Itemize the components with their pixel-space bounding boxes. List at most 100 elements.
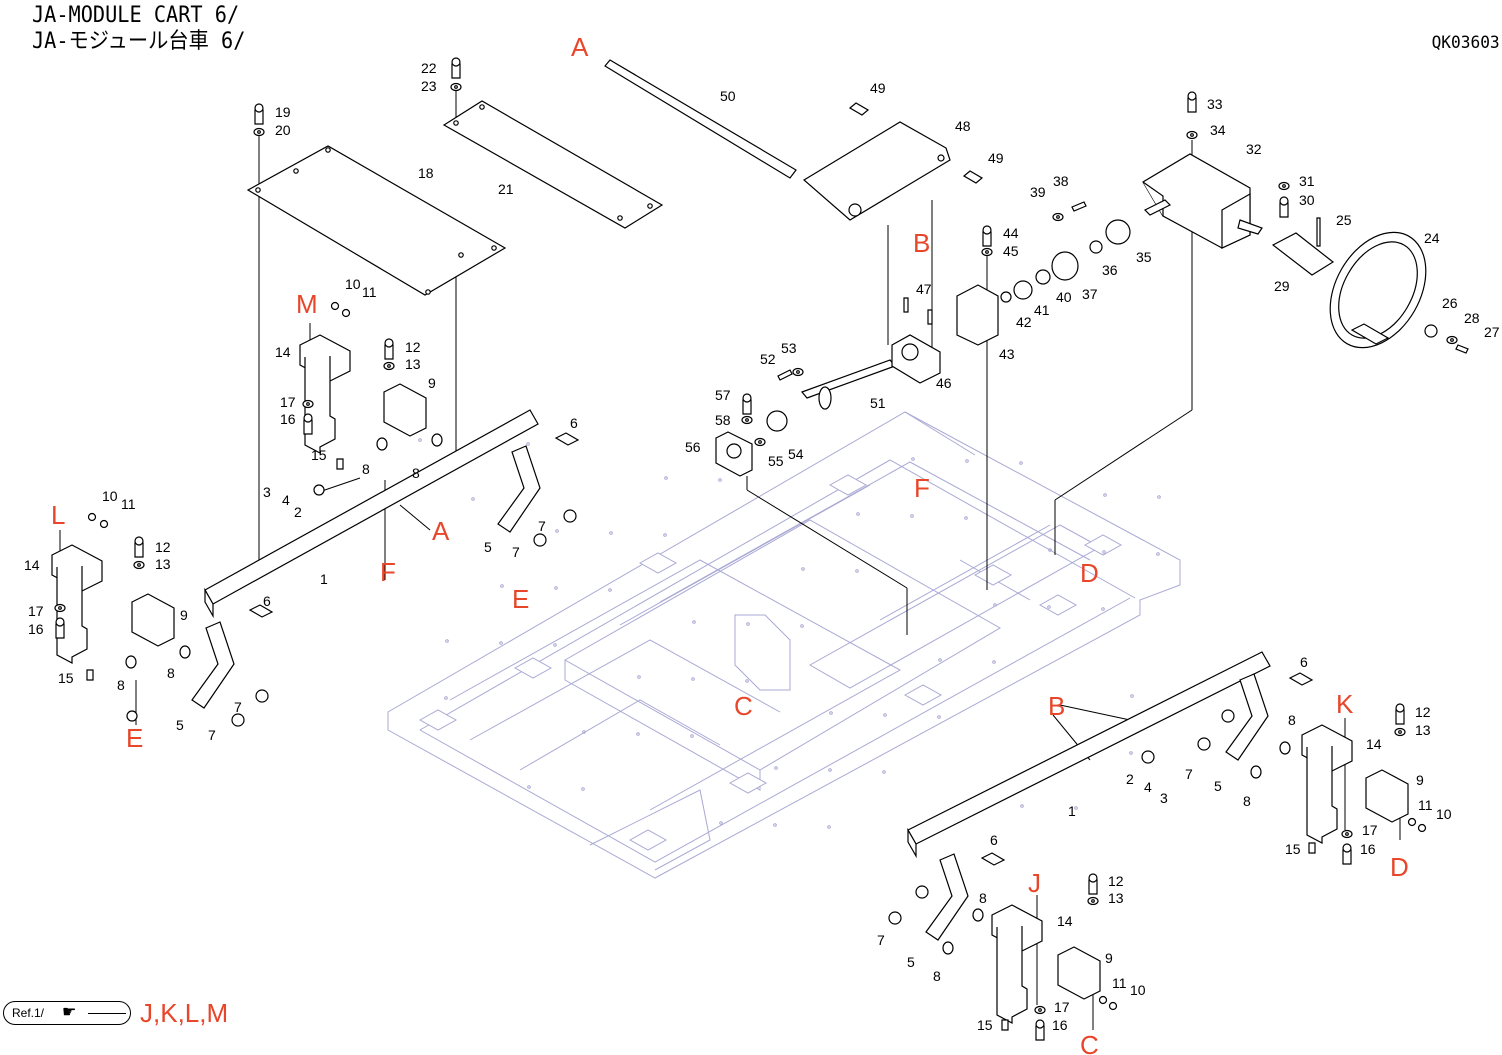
washer-8 xyxy=(125,655,137,669)
frame-hole xyxy=(800,624,804,628)
part-callout-53: 53 xyxy=(781,340,797,356)
document-id: QK03603 xyxy=(1431,33,1500,53)
frame-edge xyxy=(519,699,721,771)
part-callout-54: 54 xyxy=(788,446,804,462)
part-callout-35: 35 xyxy=(1136,249,1152,265)
bracket-9-L xyxy=(131,593,175,647)
mounting-pad xyxy=(903,684,943,706)
washer-hole xyxy=(1398,730,1402,734)
frame-edge xyxy=(659,461,1091,603)
frame-edge xyxy=(734,614,791,691)
part-callout-39: 39 xyxy=(1030,184,1046,200)
part-callout-4: 4 xyxy=(1144,779,1152,795)
frame-hole xyxy=(774,766,778,770)
frame-hole xyxy=(444,696,448,700)
pin-25 xyxy=(1316,217,1321,247)
part-callout-33: 33 xyxy=(1207,96,1223,112)
washer-hole xyxy=(454,85,458,89)
frame-hole xyxy=(418,438,422,442)
part-callout-12: 12 xyxy=(155,539,171,555)
reference-letter-E: E xyxy=(512,584,529,614)
pin-49 xyxy=(848,102,870,116)
part-callout-17: 17 xyxy=(280,394,296,410)
part-callout-12: 12 xyxy=(1415,704,1431,720)
bracket-arm-5 xyxy=(497,445,541,533)
plate-hole xyxy=(617,215,623,221)
bracket-arm-5 xyxy=(191,621,235,709)
frame-edge xyxy=(589,789,711,871)
reference-link[interactable]: Ref.1/ ☛ xyxy=(3,1001,131,1025)
frame-hole xyxy=(745,679,749,683)
reference-letter-A: A xyxy=(432,516,450,546)
washer-hole xyxy=(1450,338,1454,342)
bolt-head-icon xyxy=(1279,196,1289,206)
lead-screw-51 xyxy=(800,359,897,399)
frame-hole xyxy=(500,584,504,588)
frame-hole xyxy=(637,675,641,679)
part-callout-49: 49 xyxy=(870,80,886,96)
gearbox-end xyxy=(1221,192,1251,249)
frame-hole xyxy=(718,478,722,482)
part-callout-11: 11 xyxy=(362,284,377,300)
nut-icon xyxy=(1108,1001,1118,1011)
frame-hole xyxy=(471,497,475,501)
frame-hole xyxy=(829,711,833,715)
block-43 xyxy=(956,284,999,346)
frame-hole xyxy=(499,641,503,645)
part-callout-8: 8 xyxy=(412,465,420,481)
part-callout-17: 17 xyxy=(28,603,44,619)
part-callout-2: 2 xyxy=(294,504,302,520)
bolt-head-icon xyxy=(1342,843,1352,853)
frame-edge xyxy=(904,411,976,456)
pin-15 xyxy=(86,669,94,681)
part-callout-11: 11 xyxy=(1418,797,1433,813)
frame-hole xyxy=(691,677,695,681)
washer-hole xyxy=(1038,1008,1042,1012)
washer-8 xyxy=(942,941,954,955)
frame-hole xyxy=(527,785,531,789)
part-callout-7: 7 xyxy=(208,727,216,743)
reference-letter-F: F xyxy=(380,557,396,587)
shoulder-bolt-7 xyxy=(231,713,245,727)
set-screw-47 xyxy=(903,297,909,313)
frame-hole xyxy=(719,821,723,825)
frame-hole xyxy=(1103,493,1107,497)
part-callout-8: 8 xyxy=(933,968,941,984)
frame-hole xyxy=(1101,607,1105,611)
part-callout-37: 37 xyxy=(1082,286,1098,302)
part-callout-42: 42 xyxy=(1016,314,1032,330)
reference-targets[interactable]: J,K,L,M xyxy=(140,998,229,1028)
part-callout-20: 20 xyxy=(275,122,291,138)
pin-49 xyxy=(962,170,984,184)
part-callout-58: 58 xyxy=(715,412,731,428)
frame-hole xyxy=(609,531,613,535)
frame-hole xyxy=(553,643,557,647)
collar-41 xyxy=(1013,280,1033,300)
frame-hole xyxy=(692,620,696,624)
part-callout-43: 43 xyxy=(999,346,1015,362)
frame-hole xyxy=(827,825,831,829)
pin-15 xyxy=(1308,842,1316,854)
part-callout-52: 52 xyxy=(760,351,776,367)
washer-hole xyxy=(306,402,310,406)
part-callout-12: 12 xyxy=(1108,873,1124,889)
part-callout-19: 19 xyxy=(275,104,291,120)
cart-frame xyxy=(387,411,1181,879)
reference-letter-J: J xyxy=(1028,868,1041,898)
frame-hole xyxy=(746,622,750,626)
collar-54 xyxy=(766,410,788,432)
washer-8 xyxy=(431,433,443,447)
shaft-29 xyxy=(1271,232,1335,276)
part-callout-23: 23 xyxy=(421,78,437,94)
frame-hole xyxy=(1130,694,1134,698)
part-callout-51: 51 xyxy=(870,395,886,411)
mounting-pad xyxy=(1038,594,1078,616)
frame-hole xyxy=(883,713,887,717)
part-callout-31: 31 xyxy=(1299,173,1315,189)
frame-hole xyxy=(690,734,694,738)
mounting-pad xyxy=(513,657,553,679)
frame-hole xyxy=(1074,806,1078,810)
frame-hole xyxy=(911,457,915,461)
